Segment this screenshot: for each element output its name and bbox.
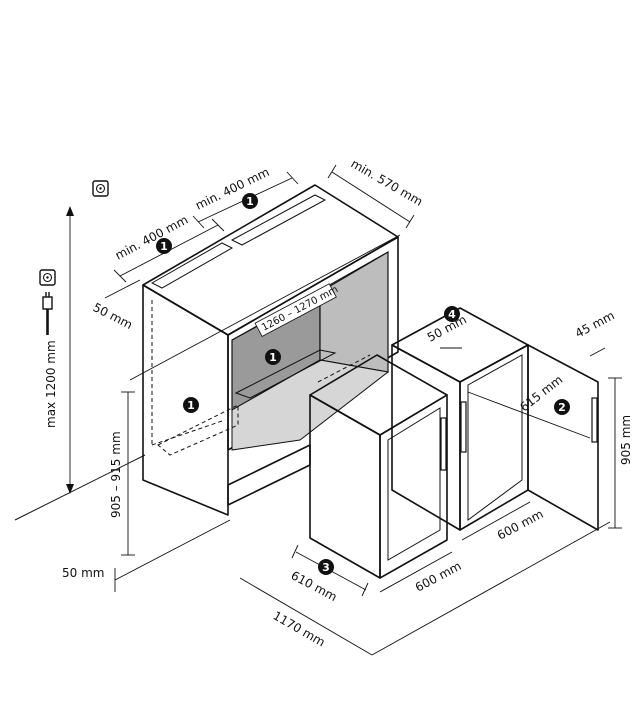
label-610: 610 mm [289, 568, 340, 604]
dimension-lines [66, 164, 622, 656]
socket-icon [92, 180, 109, 197]
badge-4: 4 [444, 306, 460, 322]
label-905-915: 905 – 915 mm [109, 431, 123, 518]
label-905: 905 mm [619, 415, 633, 465]
svg-text:3: 3 [322, 561, 330, 574]
svg-text:4: 4 [448, 308, 456, 321]
label-600-front: 600 mm [413, 559, 464, 595]
badge-2: 2 [554, 399, 570, 415]
badge-3: 3 [318, 559, 334, 575]
label-min570: min. 570 mm [349, 156, 426, 208]
appliance-right [391, 307, 599, 531]
label-min400-left: min. 400 mm [113, 213, 191, 263]
badge-1-top-left: 1 [156, 238, 172, 254]
label-600-right: 600 mm [495, 507, 546, 543]
cavity-right-wall [319, 250, 389, 373]
floor-line [14, 454, 146, 521]
svg-text:2: 2 [558, 401, 566, 414]
svg-text:1: 1 [160, 240, 168, 253]
label-45: 45 mm [573, 308, 617, 340]
badge-1-side: 1 [183, 397, 199, 413]
top-vent-panels [150, 194, 327, 289]
socket-icon [39, 269, 56, 286]
label-1170: 1170 mm [271, 608, 328, 649]
label-50-left: 50 mm [91, 300, 135, 332]
label-50-bottom: 50 mm [62, 566, 104, 580]
svg-text:1: 1 [187, 399, 195, 412]
plug-icon [42, 292, 53, 335]
badge-1-top-right: 1 [242, 193, 258, 209]
svg-text:1: 1 [269, 351, 277, 364]
svg-text:1: 1 [246, 195, 254, 208]
badge-1-cavity: 1 [265, 349, 281, 365]
appliance-left [309, 354, 448, 579]
label-max-height: max 1200 mm [44, 340, 58, 428]
